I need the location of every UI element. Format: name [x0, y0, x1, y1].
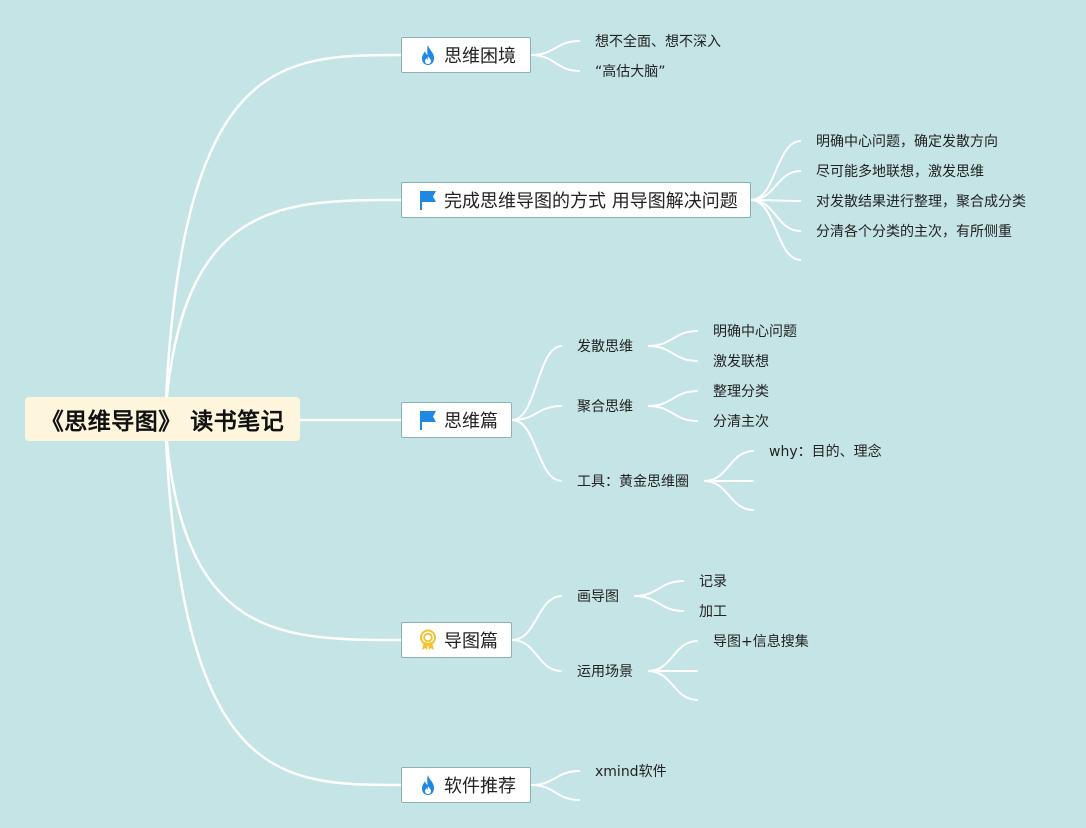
- leaf-topic[interactable]: 激发联想: [713, 354, 769, 370]
- leaf-topic[interactable]: 分清各个分类的主次，有所侧重: [816, 224, 1012, 240]
- connector-line: [647, 640, 699, 672]
- connector-line: [750, 140, 802, 201]
- connector-line: [703, 450, 755, 482]
- leaf-topic[interactable]: “高估大脑”: [595, 64, 666, 80]
- sub-topic-scenarios[interactable]: 运用场景: [577, 664, 633, 680]
- connector-line: [511, 595, 563, 641]
- connector-line: [530, 770, 581, 786]
- connector-line: [750, 170, 802, 201]
- flag-icon: [418, 189, 438, 211]
- sub-topic-divergent[interactable]: 发散思维: [577, 339, 633, 355]
- leaf-topic[interactable]: why：目的、理念: [769, 444, 882, 460]
- connector-line: [633, 580, 685, 597]
- branch-label: 导图篇: [444, 631, 498, 652]
- connector-line: [530, 784, 581, 801]
- branch-label: 完成思维导图的方式 用导图解决问题: [444, 191, 738, 212]
- connector-line: [511, 405, 563, 421]
- connector-line: [530, 54, 581, 72]
- connector-line: [530, 40, 581, 56]
- leaf-topic[interactable]: 明确中心问题，确定发散方向: [816, 134, 998, 150]
- leaf-topic[interactable]: 记录: [699, 574, 727, 590]
- connector-line: [647, 405, 699, 422]
- leaf-topic[interactable]: 分清主次: [713, 414, 769, 430]
- root-connector: [163, 418, 402, 787]
- leaf-topic[interactable]: 想不全面、想不深入: [595, 34, 721, 50]
- branch-thinking[interactable]: 思维篇: [401, 402, 512, 438]
- connector-line: [750, 199, 802, 232]
- branch-software[interactable]: 软件推荐: [401, 767, 531, 803]
- leaf-topic[interactable]: 加工: [699, 604, 727, 620]
- branch-mindmap-method[interactable]: 完成思维导图的方式 用导图解决问题: [401, 182, 751, 218]
- root-connector: [163, 53, 402, 420]
- root-topic-label: 《思维导图》 读书笔记: [40, 409, 285, 435]
- leaf-topic[interactable]: 对发散结果进行整理，聚合成分类: [816, 194, 1026, 210]
- flame-icon: [418, 774, 438, 796]
- connector-line: [511, 345, 563, 421]
- root-connector: [163, 418, 402, 642]
- root-connector: [163, 198, 402, 420]
- leaf-topic[interactable]: 尽可能多地联想，激发思维: [816, 164, 984, 180]
- sub-topic-convergent[interactable]: 聚合思维: [577, 399, 633, 415]
- connector-line: [750, 199, 802, 261]
- flame-icon: [418, 44, 438, 66]
- connector-line: [511, 419, 563, 482]
- connector-line: [647, 345, 699, 362]
- award-icon: [418, 629, 438, 651]
- connector-line: [703, 480, 755, 511]
- branch-thinking-dilemma[interactable]: 思维困境: [401, 37, 531, 73]
- branch-label: 思维困境: [444, 46, 516, 67]
- leaf-topic[interactable]: 导图+信息搜集: [713, 634, 809, 650]
- connector-line: [647, 670, 699, 701]
- branch-label: 软件推荐: [444, 776, 516, 797]
- sub-topic-draw[interactable]: 画导图: [577, 589, 619, 605]
- root-topic[interactable]: 《思维导图》 读书笔记: [25, 397, 300, 441]
- connector-line: [511, 639, 563, 672]
- flag-icon: [418, 409, 438, 431]
- connector-line: [633, 595, 685, 612]
- sub-topic-golden-circle[interactable]: 工具：黄金思维圈: [577, 474, 689, 490]
- branch-label: 思维篇: [444, 411, 498, 432]
- connector-line: [647, 390, 699, 407]
- leaf-topic[interactable]: 整理分类: [713, 384, 769, 400]
- leaf-topic[interactable]: xmind软件: [595, 764, 667, 780]
- branch-mindmap[interactable]: 导图篇: [401, 622, 512, 658]
- leaf-topic[interactable]: 明确中心问题: [713, 324, 797, 340]
- connector-line: [647, 330, 699, 347]
